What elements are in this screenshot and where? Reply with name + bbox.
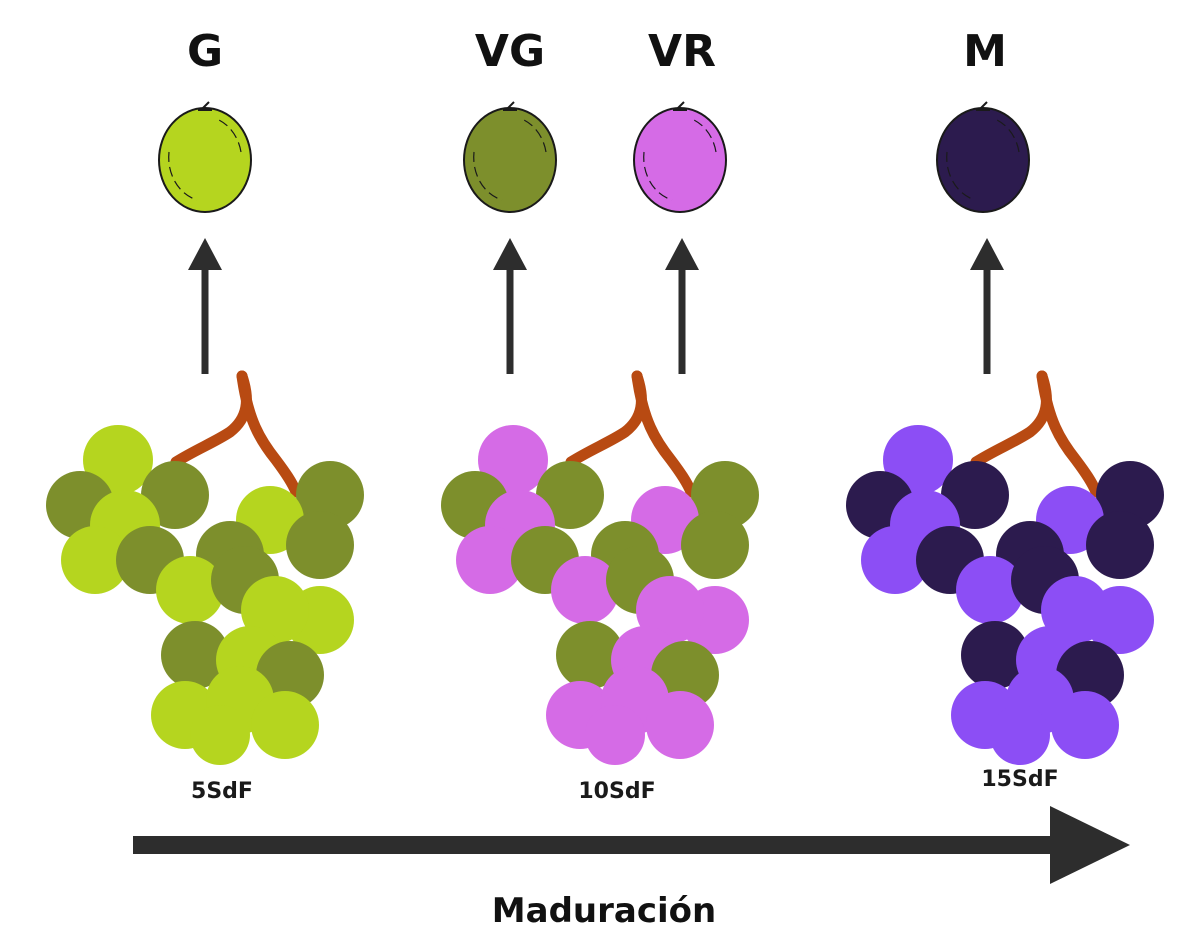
up-arrows bbox=[188, 238, 1004, 374]
grape-cluster-15sdf-icon bbox=[846, 370, 1164, 765]
stage-label-g: G bbox=[187, 26, 223, 77]
berry-vr-icon bbox=[633, 101, 727, 213]
time-label-10sdf: 10SdF bbox=[578, 779, 655, 804]
up-arrow-icon bbox=[665, 238, 699, 374]
grape-cluster-5sdf-icon bbox=[46, 370, 364, 765]
stage-label-vg: VG bbox=[475, 26, 545, 77]
berry-g-icon bbox=[158, 101, 252, 213]
stage-label-m: M bbox=[963, 26, 1007, 77]
stage-label-vr: VR bbox=[648, 26, 716, 77]
time-label-15sdf: 15SdF bbox=[981, 767, 1058, 792]
grape-cluster-10sdf-icon bbox=[441, 370, 759, 765]
maturation-arrow-icon bbox=[133, 806, 1130, 884]
maturation-axis-label: Maduración bbox=[492, 891, 716, 931]
up-arrow-icon bbox=[970, 238, 1004, 374]
berry-vg-icon bbox=[463, 101, 557, 213]
up-arrow-icon bbox=[188, 238, 222, 374]
up-arrow-icon bbox=[493, 238, 527, 374]
berry-m-icon bbox=[936, 101, 1030, 213]
time-label-5sdf: 5SdF bbox=[191, 779, 253, 804]
